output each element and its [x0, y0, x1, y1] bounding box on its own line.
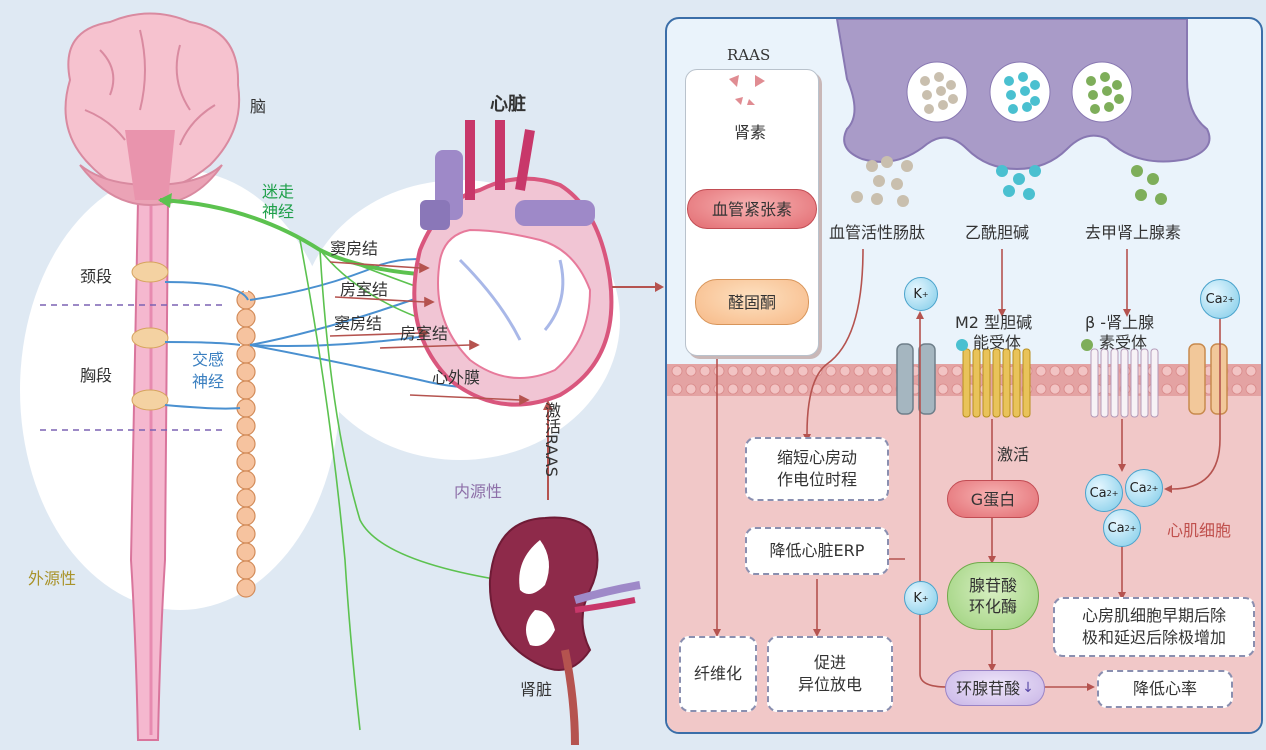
- activate-label: 激活: [997, 445, 1030, 464]
- cardiomyocyte-panel: RAAS 肾素 血管紧张素 醛固酮 血管活性肠肽 乙酰胆碱 去甲肾上腺素 M2 …: [665, 17, 1263, 734]
- k-channel: [896, 343, 936, 415]
- ead-dad-box: 心房肌细胞早期后除 极和延迟后除极增加: [1053, 597, 1255, 657]
- ead-dad-line1: 心房肌细胞早期后除: [1081, 606, 1226, 625]
- reduce-erp-box: 降低心脏ERP: [745, 527, 889, 575]
- beta-receptor-line1: β -肾上腺: [1085, 313, 1155, 332]
- k-ion-bottom: K+: [904, 581, 938, 615]
- brain: [64, 12, 241, 192]
- shorten-apd-line2: 作电位时程: [776, 470, 857, 489]
- thoracic-ganglion-1: [131, 327, 169, 349]
- sympathetic-label-line2: 神经: [192, 372, 225, 391]
- aldosterone-pill: 醛固酮: [695, 279, 809, 325]
- angiotensin-pill: 血管紧张素: [687, 189, 817, 229]
- sa-node-label-2: 窦房结: [334, 314, 383, 333]
- thoracic-ganglion-2: [131, 389, 169, 411]
- neuropeptide-label: 血管活性肠肽: [829, 223, 926, 242]
- ead-dad-line2: 极和延迟后除极增加: [1081, 628, 1226, 647]
- sympathetic-label-line1: 交感: [192, 350, 225, 369]
- kidney: [488, 516, 641, 746]
- sympathetic-chain: [236, 290, 256, 598]
- norepinephrine-label: 去甲肾上腺素: [1085, 223, 1182, 242]
- ectopic-line2: 异位放电: [797, 675, 862, 694]
- m2-receptor-line2: 能受体: [973, 333, 1022, 352]
- vagus-label-line2: 神经: [262, 202, 295, 221]
- activate-raas-label: 激活RAAS: [542, 402, 561, 477]
- g-protein-pill: G蛋白: [947, 480, 1039, 518]
- m2-receptor-line1: M2 型胆碱: [955, 313, 1033, 332]
- beta-receptor: [1090, 348, 1159, 418]
- extrinsic-bubble: [20, 170, 340, 610]
- av-node-label-2: 房室结: [400, 324, 449, 343]
- beta-receptor-line2: 素受体: [1099, 333, 1148, 352]
- heart: [412, 120, 614, 407]
- cervical-label: 颈段: [80, 267, 113, 286]
- raas-title: RAAS: [727, 46, 771, 64]
- shorten-apd-box: 缩短心房动 作电位时程: [745, 437, 889, 501]
- reduce-hr-box: 降低心率: [1097, 670, 1233, 708]
- adenylate-cyclase-pill: 腺苷酸 环化酶: [947, 562, 1039, 630]
- camp-label: 环腺苷酸: [956, 678, 1021, 698]
- cardiomyocyte-label: 心肌细胞: [1167, 521, 1232, 540]
- brain-label: 脑: [250, 97, 267, 116]
- vagus-label-line1: 迷走: [262, 182, 295, 201]
- k-ion-top: K+: [904, 277, 938, 311]
- renin-icon: [729, 75, 765, 105]
- camp-down-arrow-icon: ↓: [1022, 679, 1034, 696]
- heart-node-arrows: [329, 261, 530, 406]
- heart-label: 心脏: [490, 94, 526, 115]
- cervical-ganglion: [131, 261, 169, 283]
- kidney-label: 肾脏: [520, 680, 553, 699]
- thoracic-label: 胸段: [80, 366, 113, 385]
- adenylate-line2: 环化酶: [968, 597, 1017, 616]
- renin-label: 肾素: [734, 123, 767, 142]
- vagus-nerve: [159, 198, 431, 277]
- acetylcholine-label: 乙酰胆碱: [965, 223, 1030, 242]
- epicardium-label: 心外膜: [432, 368, 481, 387]
- camp-pill: 环腺苷酸 ↓: [945, 670, 1045, 706]
- extrinsic-label: 外源性: [28, 569, 77, 588]
- fibrosis-box: 纤维化: [679, 636, 757, 712]
- m2-receptor: [962, 348, 1031, 418]
- shorten-apd-line1: 缩短心房动: [776, 448, 857, 467]
- panel-illustration: [667, 19, 1261, 691]
- sa-node-label-1: 窦房结: [330, 239, 379, 258]
- intrinsic-label: 内源性: [454, 482, 503, 501]
- adenylate-line1: 腺苷酸: [968, 576, 1017, 595]
- ectopic-box: 促进 异位放电: [767, 636, 893, 712]
- ca-channel: [1188, 343, 1228, 415]
- av-node-label-1: 房室结: [340, 280, 389, 299]
- anatomy-illustration: [40, 12, 664, 746]
- ectopic-line1: 促进: [813, 653, 846, 672]
- brainstem: [125, 130, 175, 200]
